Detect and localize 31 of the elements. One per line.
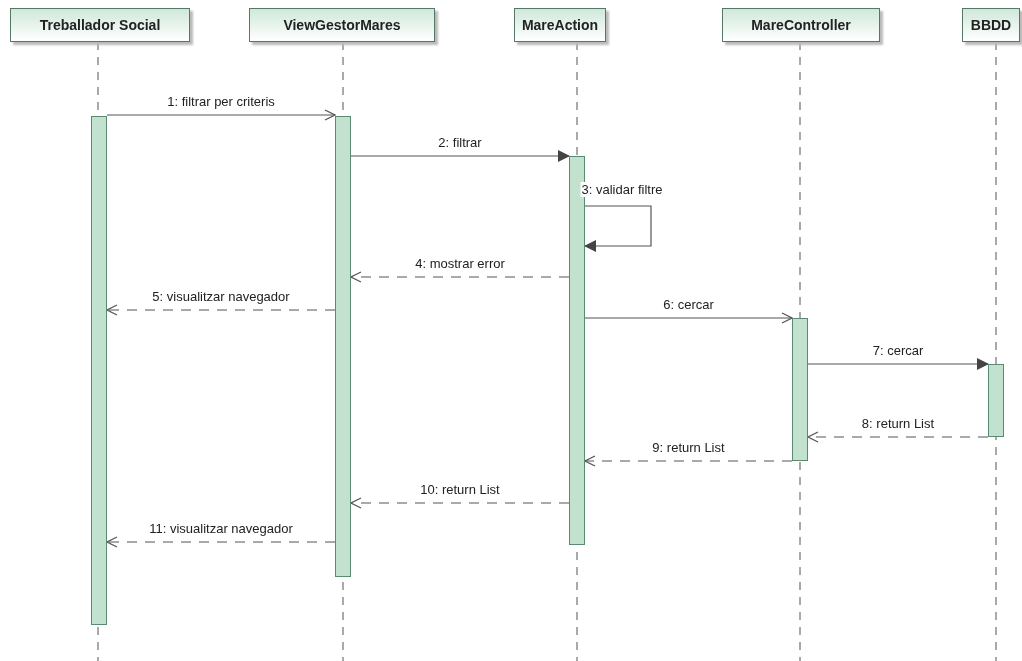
return-message-arrow	[350, 271, 570, 283]
message-label: 2: filtrar	[437, 135, 483, 150]
message-arrow	[584, 312, 793, 324]
message-label: 6: cercar	[662, 297, 715, 312]
lifeline-header: ViewGestorMares	[249, 8, 435, 42]
return-message-arrow	[807, 431, 989, 443]
message-label: 1: filtrar per criteris	[166, 94, 276, 109]
return-message-arrow	[106, 304, 336, 316]
message-label: 3: validar filtre	[580, 182, 664, 197]
return-message-arrow	[350, 497, 570, 509]
activation-bar	[335, 116, 351, 577]
activation-bar	[792, 318, 808, 461]
message-arrow	[584, 205, 652, 252]
activation-bar	[988, 364, 1004, 437]
lifeline-header: Treballador Social	[10, 8, 190, 42]
message-label: 8: return List	[860, 416, 936, 431]
message-label: 10: return List	[419, 482, 501, 497]
return-message-arrow	[106, 536, 336, 548]
message-label: 9: return List	[651, 440, 726, 455]
lifeline-header: MareController	[722, 8, 880, 42]
lifeline-header: BBDD	[962, 8, 1020, 42]
message-label: 7: cercar	[871, 343, 925, 358]
message-label: 11: visualitzar navegador	[148, 521, 294, 536]
message-arrow	[350, 150, 570, 162]
message-arrow	[106, 109, 336, 121]
return-message-arrow	[584, 455, 793, 467]
lifeline-header: MareAction	[514, 8, 606, 42]
message-label: 5: visualitzar navegador	[151, 289, 291, 304]
message-label: 4: mostrar error	[414, 256, 506, 271]
activation-bar	[91, 116, 107, 625]
message-arrow	[807, 358, 989, 370]
